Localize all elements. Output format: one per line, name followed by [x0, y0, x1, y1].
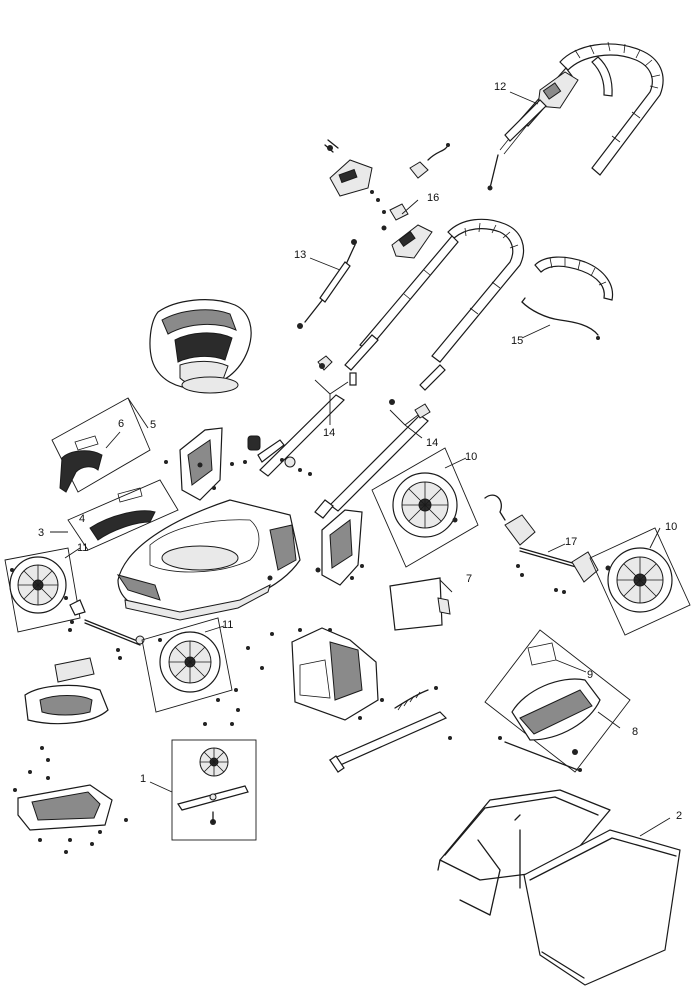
- handle-frame-part: [259, 218, 525, 519]
- label-part-7: 7: [466, 573, 472, 585]
- right-wheel-bracket-part: [315, 509, 364, 586]
- battery-pack-part: [149, 299, 252, 394]
- grass-bag-cover-box: [484, 629, 631, 773]
- label-part-6: 6: [118, 418, 124, 430]
- label-part-11-left: 11: [77, 542, 88, 554]
- label-part-11-right: 11: [222, 619, 233, 631]
- label-part-17: 17: [565, 536, 577, 548]
- rear-wheel-box: [371, 447, 479, 568]
- switch-box-part: [324, 139, 450, 259]
- upper-handle-part: [487, 41, 664, 191]
- motor-housing-part: [270, 627, 384, 721]
- front-axle-part: [68, 599, 145, 660]
- label-part-14-right: 14: [426, 437, 438, 449]
- label-part-2: 2: [676, 810, 682, 822]
- grass-bag-frame-part: [437, 789, 611, 916]
- label-part-16: 16: [427, 192, 439, 204]
- label-part-3: 3: [38, 527, 44, 539]
- blade-assembly-box: [149, 739, 257, 841]
- handle-clamp-left-part: [314, 355, 357, 425]
- label-part-10-left: 10: [465, 451, 477, 463]
- label-part-12: 12: [494, 81, 506, 93]
- rear-wheel-right-box: [589, 527, 691, 636]
- label-part-5: 5: [150, 419, 156, 431]
- front-wheel-left-box: [4, 547, 81, 633]
- label-part-14-left: 14: [323, 427, 335, 439]
- loose-screws: [203, 646, 264, 726]
- label-part-15: 15: [511, 335, 523, 347]
- front-wheel-right-box: [141, 617, 233, 713]
- front-cover-parts: [13, 657, 128, 854]
- handle-grip-part: [521, 256, 614, 340]
- label-part-13: 13: [294, 249, 306, 261]
- height-adjust-lever-part: [328, 686, 452, 773]
- rear-flap-part: [389, 577, 451, 631]
- drive-small-parts: [243, 435, 312, 476]
- label-part-8: 8: [632, 726, 638, 738]
- bowden-cable-part: [297, 239, 357, 329]
- callout-leaders: [64, 91, 671, 837]
- left-wheel-bracket-part: [164, 427, 234, 501]
- label-part-9: 9: [587, 669, 593, 681]
- part-number-labels: 12 16 13 15 14 14 6 5 4 3 10 10 17 11 7 …: [38, 81, 682, 822]
- grass-bag-part: [523, 829, 681, 986]
- cover-parts-box: [51, 397, 151, 493]
- mower-deck-part: [116, 499, 301, 621]
- label-part-10-right: 10: [665, 521, 677, 533]
- deflector-parts-box: [50, 479, 179, 551]
- rear-axle-part: [484, 494, 599, 594]
- label-part-1: 1: [140, 773, 146, 785]
- handle-clamp-right-part: [389, 399, 431, 439]
- label-part-4: 4: [79, 513, 85, 525]
